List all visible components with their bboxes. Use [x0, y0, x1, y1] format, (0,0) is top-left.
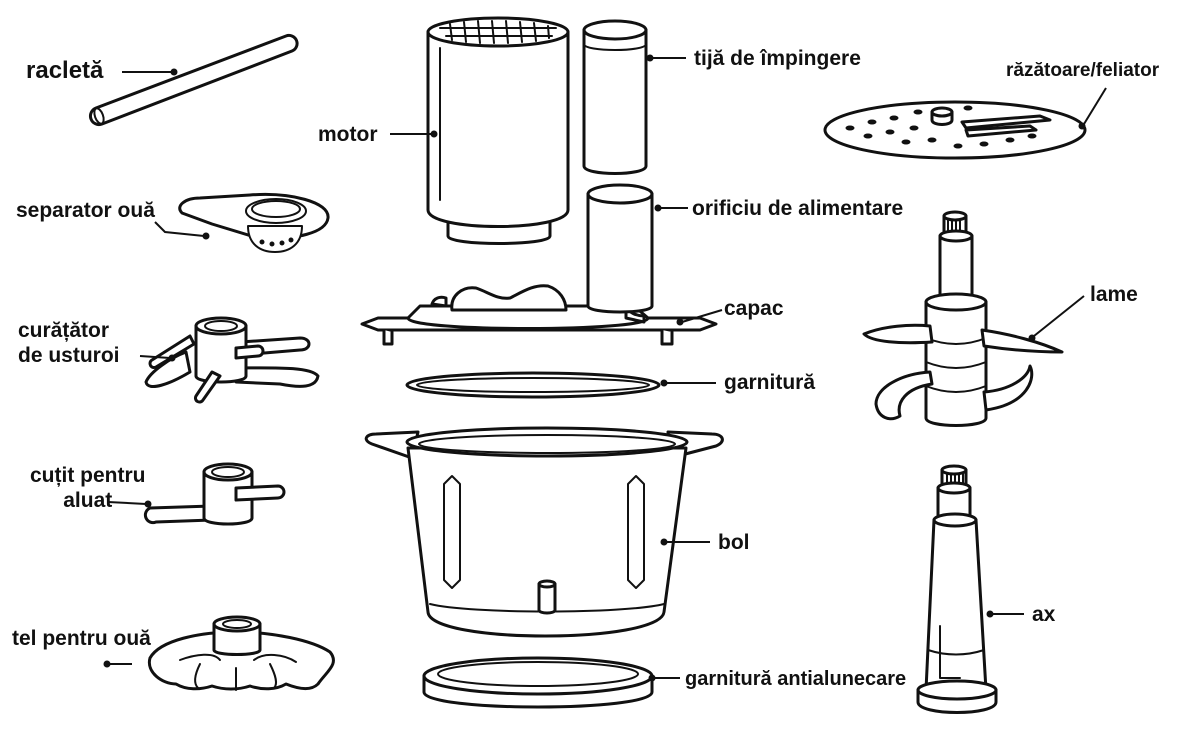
label-cutit-aluat: cuțit pentru aluat	[30, 464, 146, 512]
bowl-illustration	[364, 426, 724, 638]
label-razatoare-feliator: răzătoare/feliator	[1006, 60, 1160, 81]
scraper-illustration	[88, 33, 299, 127]
dough-blade-illustration	[143, 462, 286, 526]
label-tija-impingere: tijă de împingere	[694, 47, 861, 70]
egg-separator-illustration	[178, 192, 330, 253]
grater-disc-illustration	[823, 100, 1087, 160]
pusher-illustration	[582, 19, 648, 175]
label-lame: lame	[1090, 283, 1138, 306]
label-tel-oua: tel pentru ouă	[12, 627, 151, 650]
gasket-illustration	[405, 371, 661, 399]
blade-assembly-illustration	[862, 210, 1064, 427]
label-curatator-usturoi: curățător de usturoi	[18, 319, 120, 367]
non-slip-ring-illustration	[422, 656, 654, 709]
label-orificiu-alimentare: orificiu de alimentare	[692, 197, 904, 220]
label-bol: bol	[718, 531, 750, 554]
label-separator-oua: separator ouă	[16, 199, 155, 222]
label-ax: ax	[1032, 603, 1056, 626]
label-capac: capac	[724, 297, 784, 320]
egg-whisk-illustration	[147, 615, 335, 691]
label-garnitura: garnitură	[724, 371, 816, 394]
label-racleta: racletă	[26, 57, 104, 84]
leader-lines	[103, 54, 1107, 682]
label-garnitura-antialunecare: garnitură antialunecare	[685, 668, 907, 690]
garlic-peeler-illustration	[144, 316, 320, 404]
motor-illustration	[426, 16, 570, 245]
label-motor: motor	[318, 123, 378, 146]
lid-illustration	[360, 183, 718, 346]
shaft-illustration	[916, 464, 998, 714]
